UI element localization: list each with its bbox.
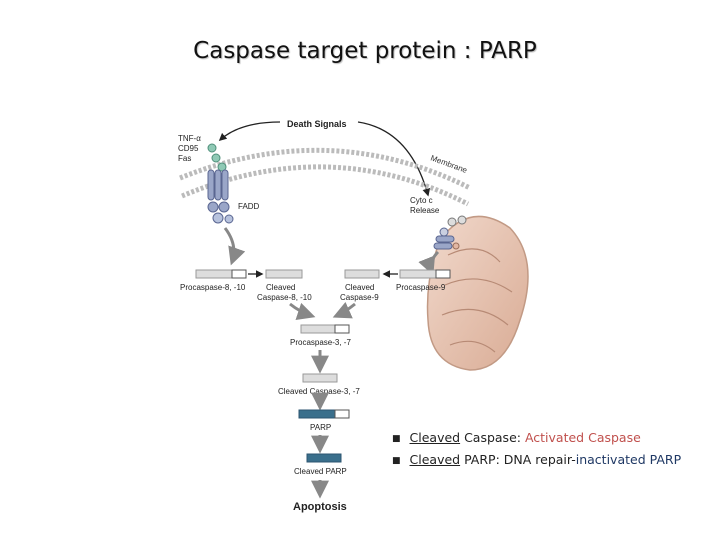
cleaved-parp-bar bbox=[306, 453, 342, 463]
procaspase-8-bar-end bbox=[231, 269, 247, 279]
bullet-text: Caspase: bbox=[460, 430, 525, 445]
arrow-cleaved9-to-procaspase3 bbox=[332, 301, 356, 319]
parp-bar bbox=[298, 409, 336, 419]
death-signal-arrow-right bbox=[357, 121, 431, 197]
bullet-square-icon: ■ bbox=[392, 434, 401, 444]
parp-label: PARP bbox=[310, 423, 331, 432]
procaspase-9-label: Procaspase-9 bbox=[396, 283, 446, 292]
parp-bar-end bbox=[334, 409, 350, 419]
cleaved-caspase-9-bar bbox=[344, 269, 380, 279]
procaspase-9-bar bbox=[399, 269, 437, 279]
procaspase-8-label: Procaspase-8, -10 bbox=[180, 283, 246, 292]
procaspase-3-bar bbox=[300, 324, 336, 334]
apoptosis-label: Apoptosis bbox=[293, 501, 347, 513]
death-receptor-complex bbox=[207, 169, 234, 224]
procaspase-8-bar bbox=[195, 269, 233, 279]
cleaved-caspase-8-bar bbox=[265, 269, 303, 279]
ligand-ball bbox=[207, 143, 217, 153]
bullet-underlined: Cleaved bbox=[409, 430, 461, 445]
arrow-cleaved8-to-procaspase3 bbox=[289, 302, 316, 320]
procaspase-9-bar-end bbox=[435, 269, 451, 279]
receptor-fas-label: Fas bbox=[178, 154, 191, 163]
receptor-cd95-label: CD95 bbox=[178, 144, 199, 153]
bullet-list: ■ Cleaved Caspase: Activated Caspase ■ Cle… bbox=[392, 428, 681, 472]
bullet-square-icon: ■ bbox=[392, 456, 401, 466]
bullet-accent: Activated Caspase bbox=[524, 430, 641, 445]
death-signals-label: Death Signals bbox=[287, 119, 347, 129]
receptor-tnf-label: TNF-α bbox=[178, 134, 201, 143]
bullet-item: ■ Cleaved PARP: DNA repair-inactivated PA… bbox=[392, 450, 681, 472]
mitochondrion bbox=[426, 215, 529, 371]
cleaved-caspase-8-label-2: Caspase-8, -10 bbox=[257, 293, 312, 302]
bullet-text: PARP: DNA repair- bbox=[460, 452, 576, 467]
procaspase-3-bar-end bbox=[334, 324, 350, 334]
cleaved-caspase-9-label-2: Caspase-9 bbox=[340, 293, 379, 302]
bullet-accent: inactivated PARP bbox=[575, 452, 682, 467]
procaspase-3-label: Procaspase-3, -7 bbox=[290, 338, 351, 347]
apoptosome bbox=[433, 215, 467, 250]
death-signal-arrow-left bbox=[218, 121, 281, 142]
cleaved-parp-label: Cleaved PARP bbox=[294, 467, 347, 476]
fadd-label: FADD bbox=[238, 202, 260, 211]
bullet-underlined: Cleaved bbox=[409, 452, 461, 467]
cleaved-caspase-8-label: Cleaved bbox=[266, 283, 295, 292]
cleaved-caspase-3-bar bbox=[302, 373, 338, 383]
slide-title: Caspase target protein : PARP bbox=[193, 38, 537, 64]
cleaved-caspase-9-label: Cleaved bbox=[345, 283, 374, 292]
cyto-c-release-label: Release bbox=[410, 206, 440, 215]
ligand-ball bbox=[211, 153, 221, 163]
bullet-item: ■ Cleaved Caspase: Activated Caspase bbox=[392, 428, 681, 450]
cyto-c-label: Cyto c bbox=[410, 196, 433, 205]
cleaved-caspase-3-label: Cleaved Caspase-3, -7 bbox=[278, 387, 360, 396]
fadd-arrow bbox=[223, 227, 246, 266]
